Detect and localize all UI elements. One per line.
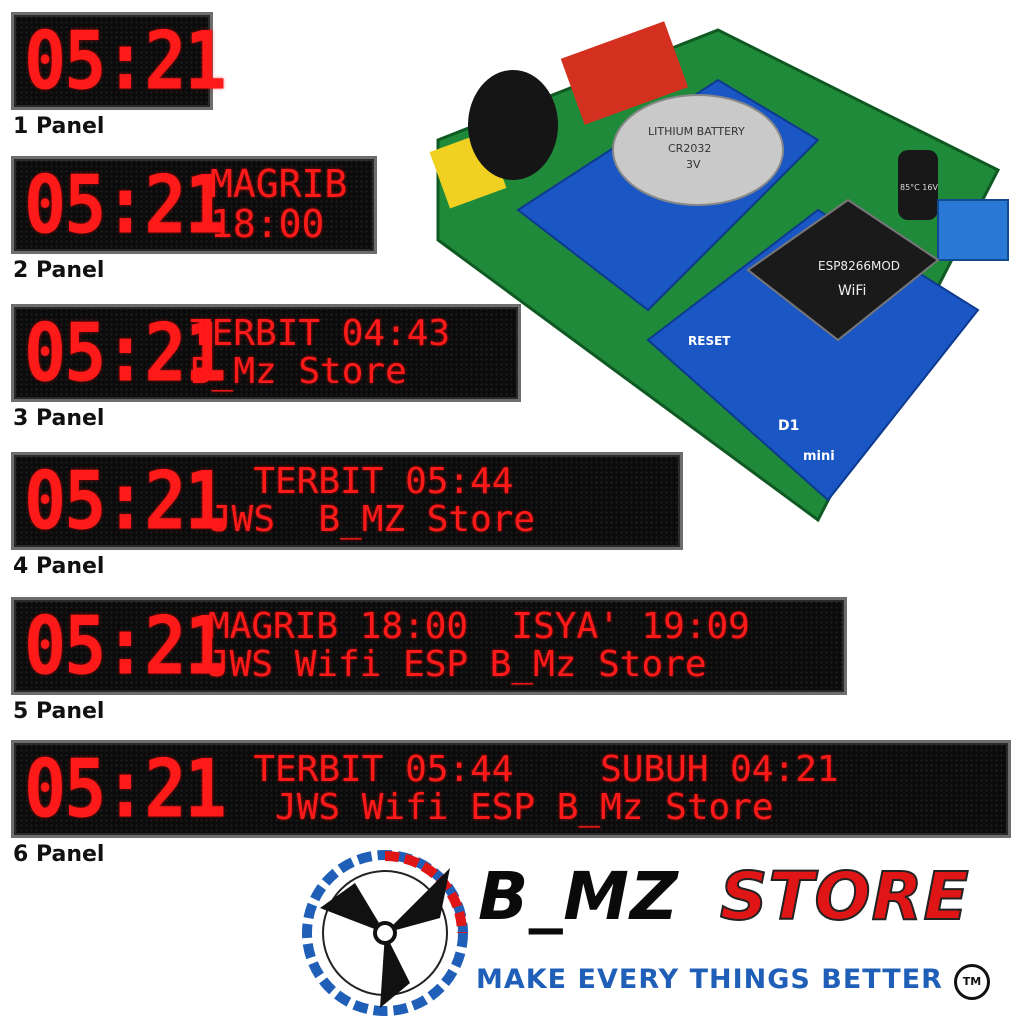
- battery-text: LITHIUM BATTERY: [648, 125, 745, 138]
- clock-display: 05:21: [24, 305, 227, 401]
- coin-battery: [612, 94, 784, 206]
- trademark-badge: TM: [954, 964, 990, 1000]
- fan-icon: [302, 850, 468, 1016]
- clock-display: 05:21: [24, 741, 227, 837]
- buzzer: [468, 70, 558, 180]
- battery-text: 3V: [686, 158, 701, 171]
- panel-line-1: MAGRIB: [210, 162, 348, 207]
- brand-name-dark: B_MZ: [478, 858, 679, 935]
- mini-label: mini: [803, 449, 835, 464]
- led-panel-6: 05:21 TERBIT 05:44 SUBUH 04:21 JWS Wifi …: [11, 740, 1011, 838]
- battery-text: CR2032: [668, 142, 711, 155]
- module-text: ESP8266MOD: [818, 259, 900, 273]
- led-panel-3: 05:21 TERBIT 04:43 B_Mz Store: [11, 304, 521, 402]
- d1-label: D1: [778, 418, 799, 434]
- led-panel-4: 05:21 TERBIT 05:44 JWS B_MZ Store: [11, 452, 683, 550]
- clock-display: 05:21: [24, 157, 227, 253]
- clock-display: 05:21: [24, 453, 227, 549]
- led-panel-5: 05:21 MAGRIB 18:00 ISYA' 19:09 JWS Wifi …: [11, 597, 847, 695]
- panel-line-2: B_Mz Store: [190, 351, 407, 392]
- panel-line-1: TERBIT 04:43: [190, 313, 451, 355]
- panel-line-2: 18:00: [210, 202, 325, 246]
- esp8266-module: [746, 198, 940, 342]
- circuit-board-image: LITHIUM BATTERY CR2032 3V 85°C 16V ESP82…: [418, 10, 1018, 530]
- brand-logo: B_MZ STORE MAKE EVERY THINGS BETTER TM: [300, 848, 1020, 1018]
- panel-line-1: TERBIT 05:44 SUBUH 04:21: [210, 749, 839, 791]
- led-panel-1: 05:21: [11, 12, 227, 110]
- panel-line-2: JWS Wifi ESP B_Mz Store: [208, 644, 707, 685]
- panel-line-1: MAGRIB 18:00 ISYA' 19:09: [208, 606, 750, 648]
- panel-label-3: 3 Panel: [13, 406, 105, 431]
- panel-line-2: JWS Wifi ESP B_Mz Store: [210, 787, 774, 828]
- clock-display: 05:21: [24, 13, 227, 109]
- reset-label: RESET: [688, 334, 731, 348]
- capacitor-text: 85°C 16V: [900, 183, 938, 192]
- panel-label-4: 4 Panel: [13, 554, 105, 579]
- panel-label-1: 1 Panel: [13, 114, 105, 139]
- panel-line-2: JWS B_MZ Store: [210, 499, 536, 540]
- led-panel-2: 05:21 MAGRIB 18:00: [11, 156, 377, 254]
- panel-label-6: 6 Panel: [13, 842, 105, 867]
- capacitor: [898, 150, 938, 220]
- panel-label-2: 2 Panel: [13, 258, 105, 283]
- brand-tagline: MAKE EVERY THINGS BETTER: [476, 964, 943, 995]
- panel-line-1: TERBIT 05:44: [210, 461, 514, 503]
- terminal-block: [937, 199, 1009, 261]
- wifi-logo-text: WiFi: [838, 283, 866, 299]
- clock-display: 05:21: [24, 598, 227, 694]
- panel-label-5: 5 Panel: [13, 699, 105, 724]
- brand-name-red: STORE: [719, 857, 970, 936]
